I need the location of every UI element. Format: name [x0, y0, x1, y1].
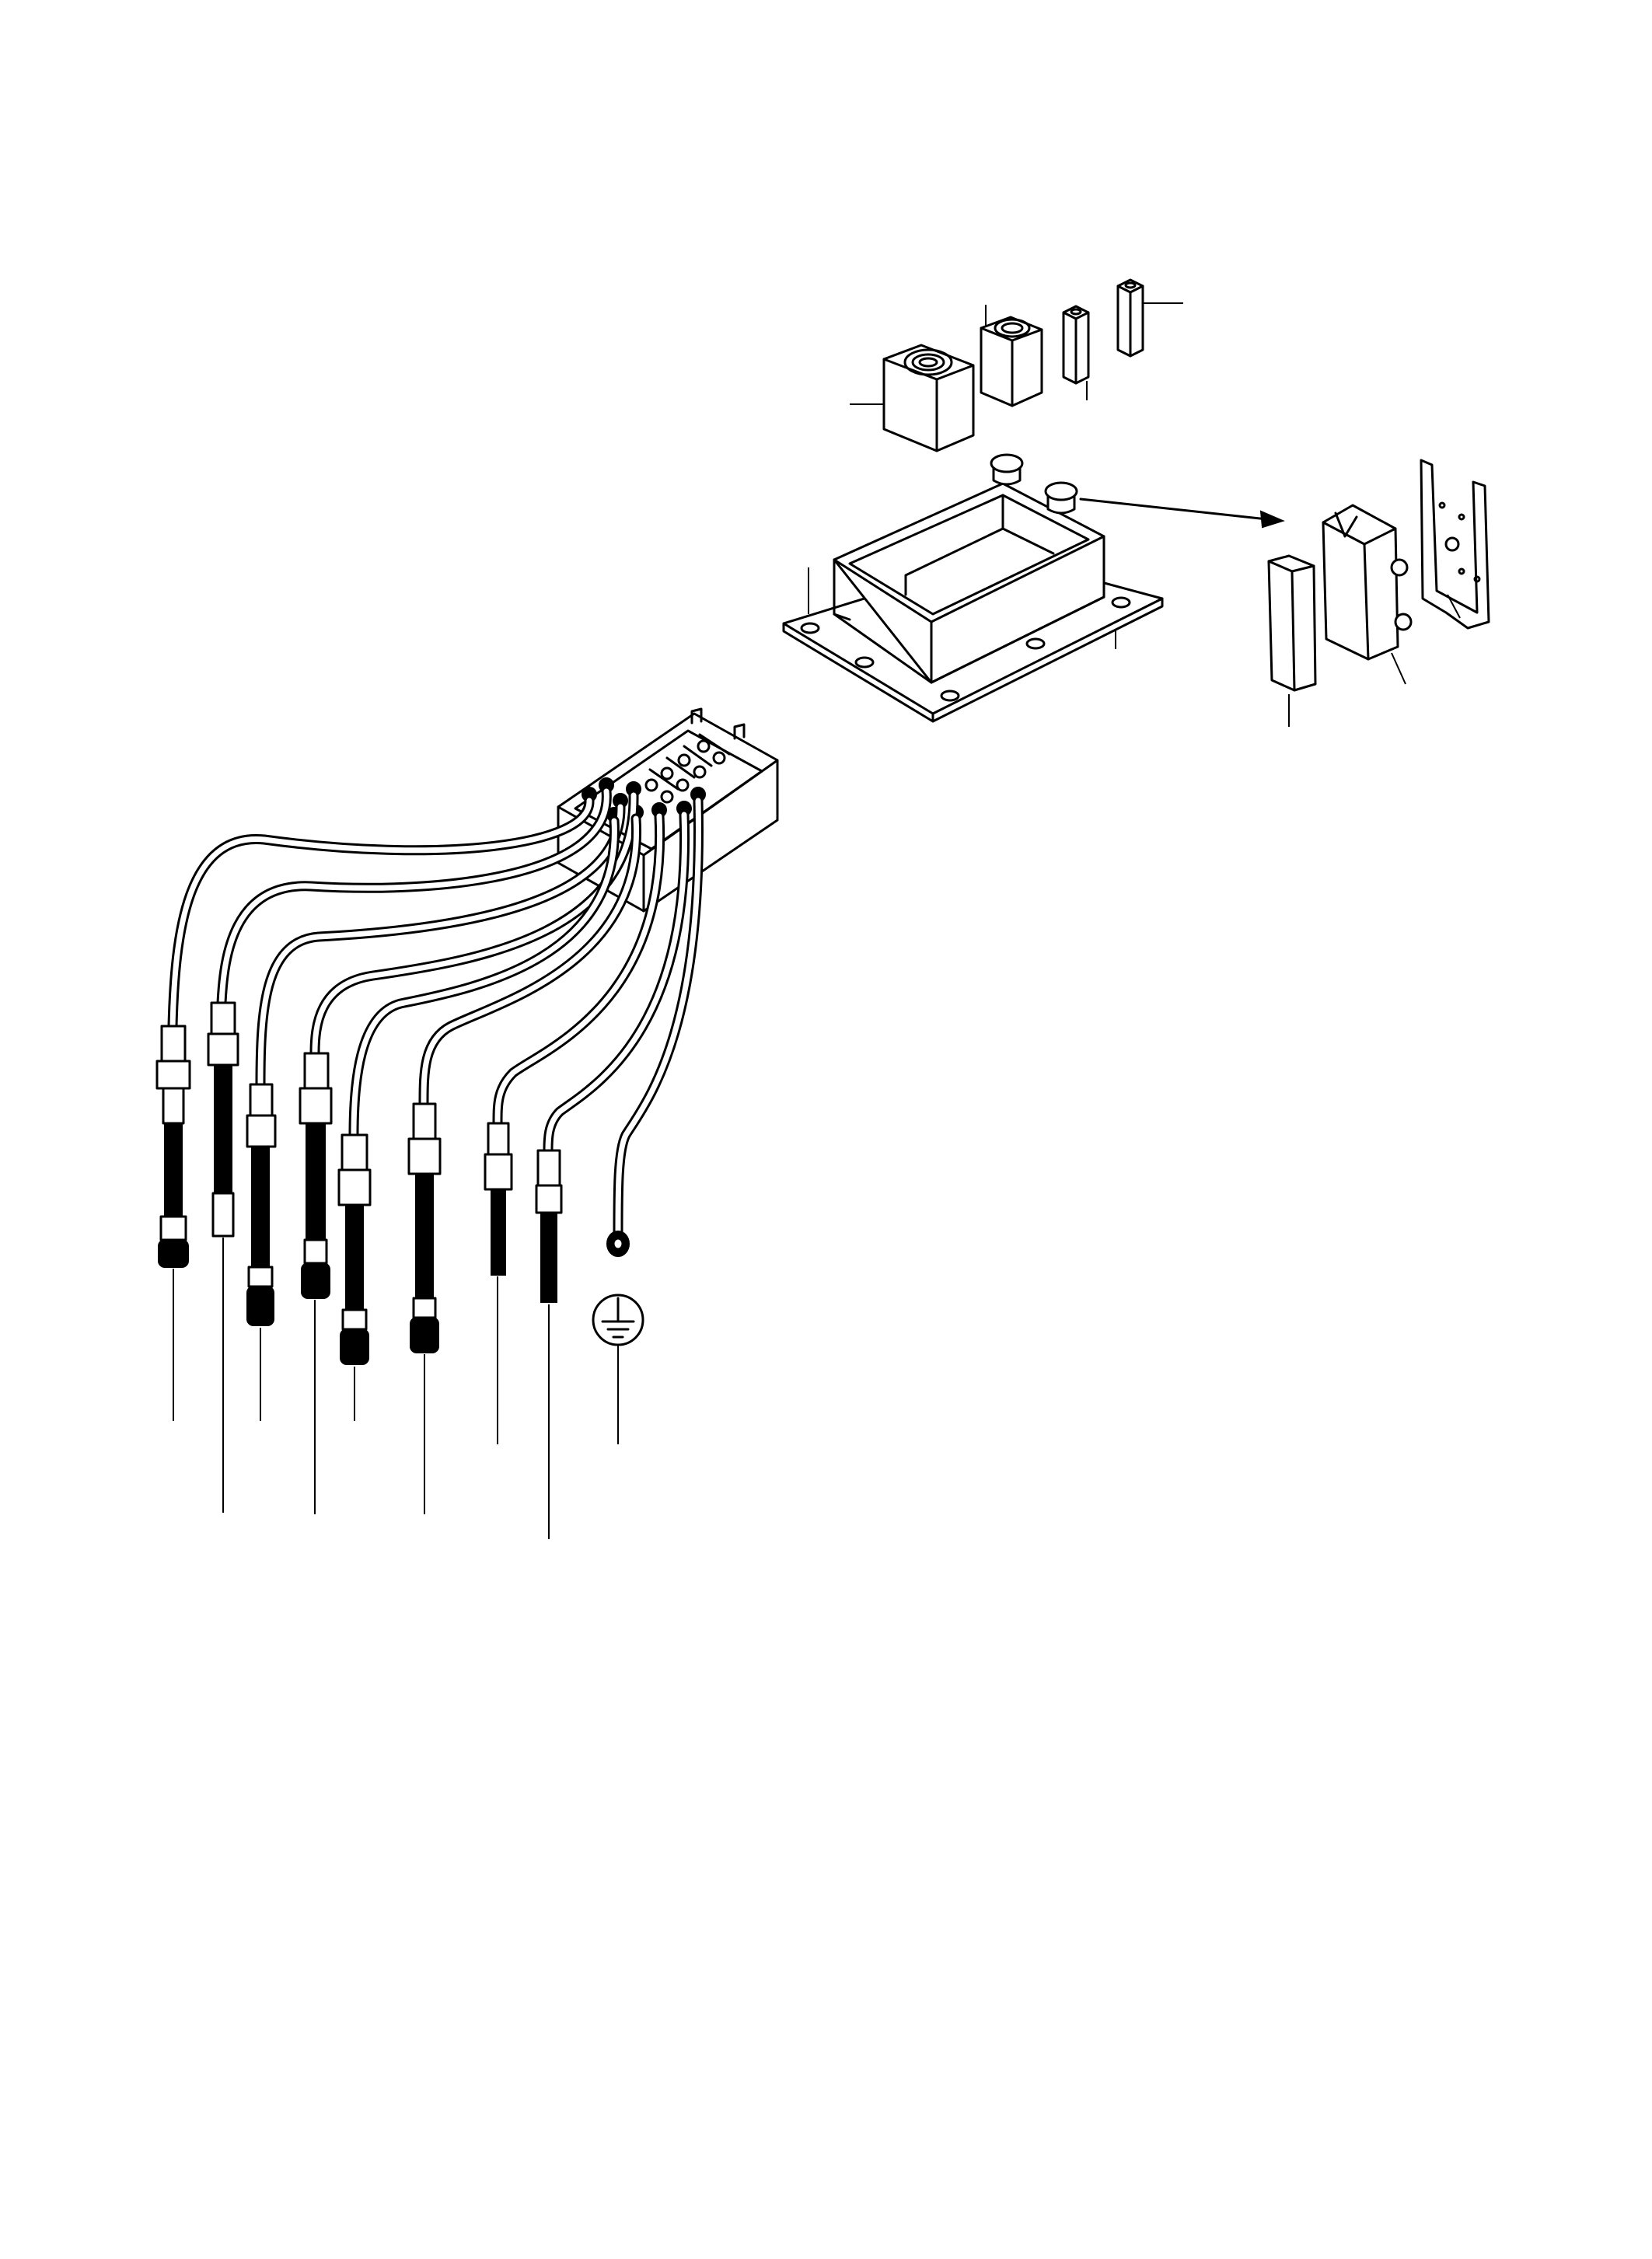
cable-8[interactable] — [535, 1149, 563, 1303]
enclosure-box[interactable] — [833, 482, 1105, 684]
ground-lead[interactable] — [606, 1231, 630, 1257]
box-bolts — [990, 453, 1078, 515]
direction-arrow-icon — [1079, 498, 1285, 529]
cable-4[interactable] — [299, 1052, 333, 1299]
fuse-holder-a[interactable] — [1062, 305, 1090, 385]
cable-6[interactable] — [407, 1102, 442, 1353]
insulating-block[interactable] — [1267, 554, 1317, 692]
cable-5[interactable] — [337, 1133, 372, 1365]
ground-symbol-icon — [592, 1294, 644, 1346]
fuse-holder-b[interactable] — [1116, 278, 1144, 358]
bracket-clip[interactable] — [1322, 504, 1413, 661]
cable-2[interactable] — [207, 1001, 239, 1238]
relay-small[interactable] — [980, 316, 1043, 407]
callout-leader-bracket-clip — [1391, 652, 1406, 685]
mounting-bracket[interactable] — [1420, 459, 1490, 630]
cable-harness — [167, 786, 704, 1238]
cable-3[interactable] — [246, 1083, 277, 1326]
relay-large[interactable] — [882, 344, 975, 452]
cable-1[interactable] — [155, 1025, 191, 1268]
cable-7[interactable] — [484, 1122, 513, 1276]
callout-leader-mounting-bracket — [1447, 594, 1461, 619]
